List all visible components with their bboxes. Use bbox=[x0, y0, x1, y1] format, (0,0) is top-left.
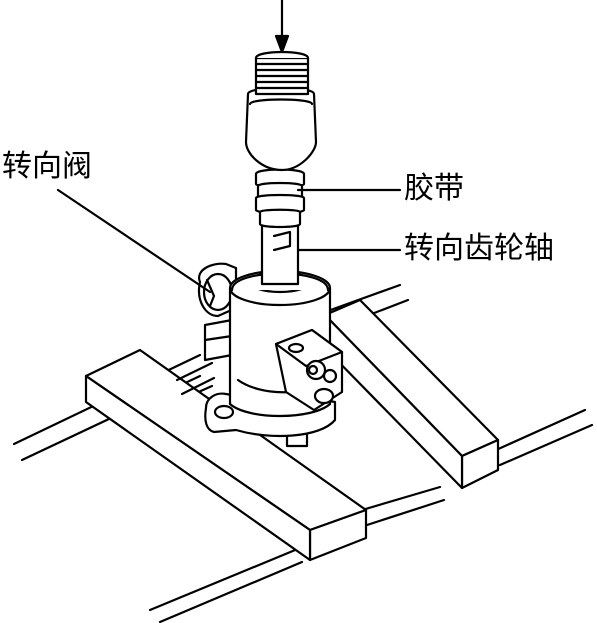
port-block bbox=[274, 328, 344, 412]
rail-right-upper-a bbox=[323, 283, 402, 314]
upper-coupling bbox=[244, 86, 318, 172]
label-belt: 胶带 bbox=[404, 171, 464, 206]
pinion-shaft bbox=[260, 218, 300, 286]
rails-front bbox=[175, 361, 216, 396]
rail-lower-a bbox=[148, 546, 302, 612]
rubber-belt-bellows bbox=[254, 168, 306, 229]
rail-far-right-a bbox=[494, 408, 587, 452]
leader-steering-valve bbox=[56, 188, 212, 294]
rail-lower-b bbox=[158, 560, 304, 623]
force-arrow bbox=[274, 0, 290, 54]
rail-far-right-b bbox=[498, 423, 594, 467]
steering-column bbox=[254, 50, 310, 96]
leader-lines bbox=[56, 188, 402, 294]
label-steering-pinion: 转向齿轮轴 bbox=[404, 231, 554, 266]
rack-stub bbox=[203, 318, 234, 362]
rail-mid-b bbox=[365, 498, 446, 527]
rail-mid-a bbox=[360, 485, 442, 512]
left-wooden-block bbox=[84, 348, 368, 562]
right-wooden-block bbox=[323, 298, 500, 490]
label-steering-valve: 转向阀 bbox=[2, 149, 92, 184]
